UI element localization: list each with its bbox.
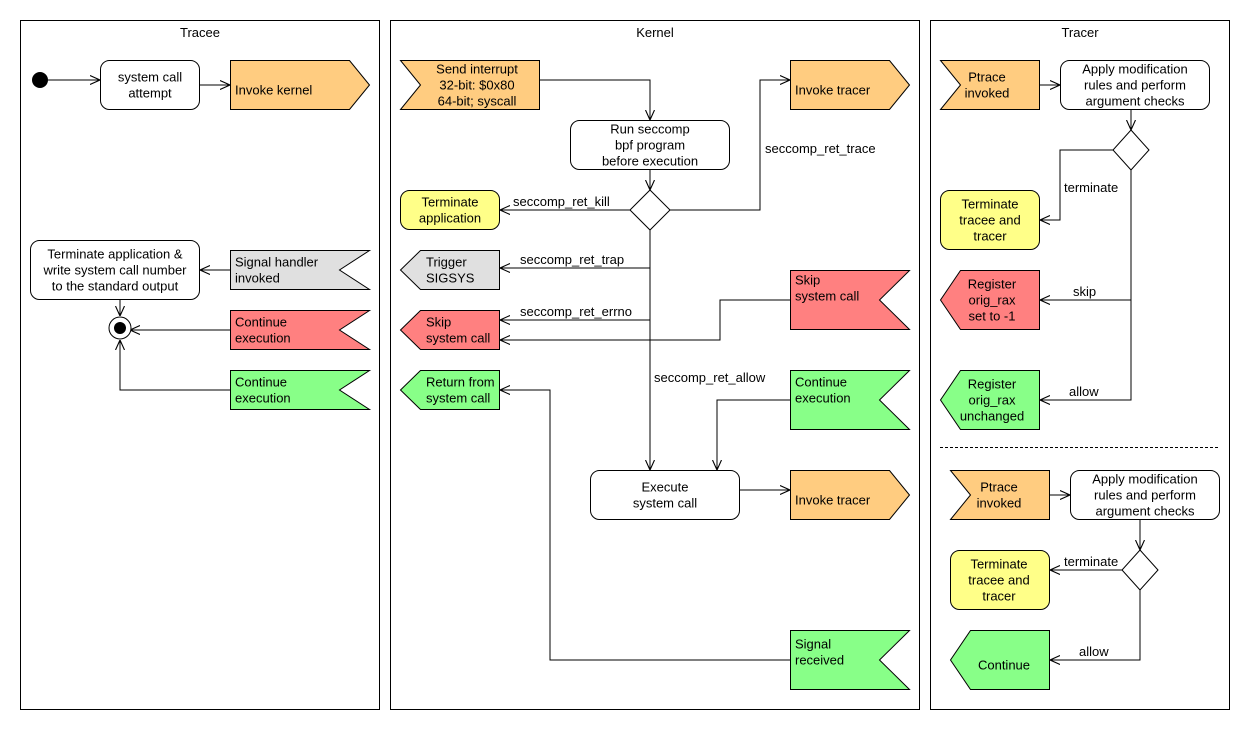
terminate-tracee-action-1: [940, 190, 1040, 250]
terminate-write-action: [30, 240, 200, 300]
invoke-kernel-send-signal: [230, 60, 371, 110]
skip-system-call-send-signal: [399, 310, 500, 350]
tracer-lane-title: Tracer: [1061, 25, 1099, 40]
seccomp-decision: [629, 189, 671, 231]
invoke-kernel-text: Invoke kernel: [235, 83, 312, 98]
edge-signal-to-return: [500, 390, 790, 661]
register-allow-send-signal: [939, 370, 1040, 430]
edges: [48, 80, 1140, 660]
label-ret-allow: seccomp_ret_allow: [654, 370, 766, 385]
edge-terminate1: [1040, 149, 1113, 220]
execute-system-call-action: [590, 470, 740, 520]
edge-continue-to-execute: [717, 399, 790, 470]
label-terminate-2: terminate: [1064, 554, 1118, 569]
edge-continue-green-to-final: [120, 340, 230, 391]
signal-handler-accept-event: [230, 250, 372, 290]
label-skip: skip: [1073, 284, 1096, 299]
label-allow-1: allow: [1069, 384, 1099, 399]
invoke-tracer-bottom-send-signal: [790, 470, 911, 520]
trigger-sigsys-send-signal: [399, 250, 500, 290]
run-seccomp-action: [570, 120, 730, 170]
edge-allow1: [1040, 300, 1132, 400]
label-allow-2: allow: [1079, 644, 1109, 659]
kernel-lane-title: Kernel: [636, 25, 674, 40]
invoke-tracer-bottom-text: Invoke tracer: [795, 493, 871, 508]
continue-send-signal: [949, 630, 1050, 690]
tracee-lane-title: Tracee: [180, 25, 220, 40]
apply-modification-action-2: [1070, 470, 1220, 520]
terminate-application-action: [400, 190, 500, 230]
edge-interrupt-to-seccomp: [540, 79, 650, 120]
label-ret-trace: seccomp_ret_trace: [765, 141, 876, 156]
initial-node: [32, 72, 48, 88]
tracee-lane: [20, 20, 380, 710]
edge-labels: seccomp_ret_trace seccomp_ret_kill secco…: [513, 141, 1118, 659]
ptrace-invoked-accept-event-1: [939, 60, 1040, 110]
terminate-write-text: Terminate application &write system call…: [42, 247, 187, 294]
tracer-decision-2: [1121, 549, 1159, 591]
terminate-tracee-action-2: [950, 550, 1050, 610]
signal-received-accept-event: [790, 630, 911, 690]
label-terminate-1: terminate: [1064, 180, 1118, 195]
invoke-tracer-top-text: Invoke tracer: [795, 83, 871, 98]
edge-skip-to-skip-call: [500, 299, 790, 340]
return-from-system-call-send-signal: [399, 370, 500, 410]
continue-execution-accept-event: [790, 370, 911, 430]
system-call-attempt-action: [100, 60, 200, 110]
tracer-decision-1: [1112, 129, 1150, 171]
register-skip-send-signal: [939, 270, 1040, 330]
final-node: [108, 316, 132, 340]
label-ret-errno: seccomp_ret_errno: [520, 304, 632, 319]
invoke-tracer-top-send-signal: [790, 60, 911, 110]
continue-tracer-text: Continue: [978, 658, 1030, 673]
apply-modification-action-1: [1060, 60, 1210, 110]
skip-system-call-accept-event: [790, 270, 911, 330]
send-interrupt-accept-event: [399, 60, 540, 110]
label-ret-kill: seccomp_ret_kill: [513, 194, 610, 209]
edge-allow2: [1050, 590, 1141, 660]
continue-execution-green-event: [230, 370, 372, 410]
ptrace-invoked-accept-event-2: [949, 470, 1050, 520]
edge-ret-trace: [670, 80, 790, 211]
label-ret-trap: seccomp_ret_trap: [520, 252, 624, 267]
continue-execution-red-event: [230, 310, 372, 350]
